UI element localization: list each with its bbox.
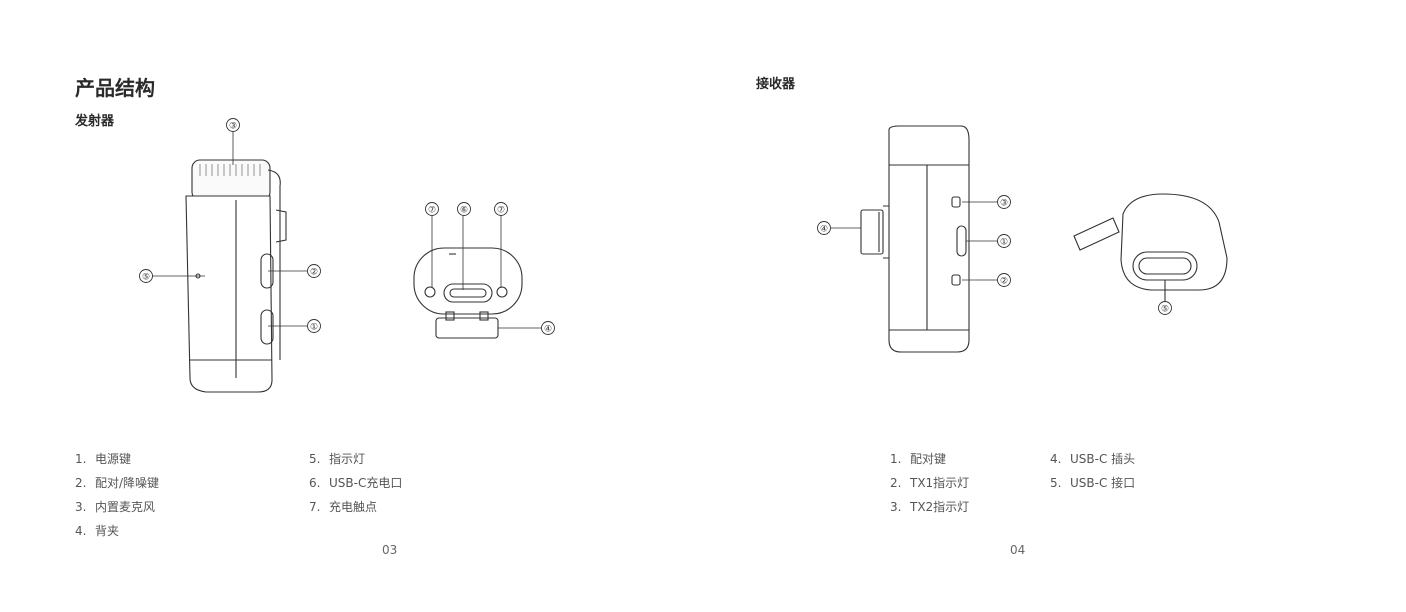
list-item: 3.TX2指示灯 bbox=[890, 495, 969, 519]
callout-2: ② bbox=[310, 268, 318, 278]
list-item: 1.电源键 bbox=[75, 447, 159, 471]
transmitter-parts-list-1: 1.电源键 2.配对/降噪键 3.内置麦克风 4.背夹 bbox=[75, 447, 159, 543]
list-item: 6.USB-C充电口 bbox=[309, 471, 402, 495]
callout-2: ② bbox=[1000, 277, 1008, 287]
callout-7b: ⑦ bbox=[497, 206, 505, 216]
transmitter-bottom-view bbox=[414, 248, 522, 338]
callout-6: ⑥ bbox=[460, 206, 468, 216]
callout-5: ⑤ bbox=[142, 273, 150, 283]
receiver-parts-list-1: 1.配对键 2.TX1指示灯 3.TX2指示灯 bbox=[890, 447, 969, 519]
right-page: 接收器 bbox=[703, 0, 1406, 612]
page-number: 03 bbox=[382, 543, 397, 557]
receiver-connector-view bbox=[1074, 194, 1227, 302]
callout-3: ③ bbox=[1000, 199, 1008, 209]
list-item: 4.背夹 bbox=[75, 519, 159, 543]
transmitter-parts-list-2: 5.指示灯 6.USB-C充电口 7.充电触点 bbox=[309, 447, 402, 519]
list-item: 5.指示灯 bbox=[309, 447, 402, 471]
receiver-side-view bbox=[861, 126, 969, 352]
list-item: 2.TX1指示灯 bbox=[890, 471, 969, 495]
page-number: 04 bbox=[1010, 543, 1025, 557]
callout-3: ③ bbox=[229, 122, 237, 132]
list-item: 5.USB-C 接口 bbox=[1050, 471, 1135, 495]
left-page: 产品结构 发射器 bbox=[0, 0, 703, 612]
callout-1: ① bbox=[1000, 238, 1008, 248]
list-item: 2.配对/降噪键 bbox=[75, 471, 159, 495]
receiver-parts-list-2: 4.USB-C 插头 5.USB-C 接口 bbox=[1050, 447, 1135, 495]
callout-5: ⑤ bbox=[1161, 305, 1169, 315]
callout-4: ④ bbox=[820, 225, 828, 235]
list-item: 7.充电触点 bbox=[309, 495, 402, 519]
callout-1: ① bbox=[310, 323, 318, 333]
receiver-diagram: ③ ① ② ④ ⑤ bbox=[703, 0, 1406, 612]
callout-4: ④ bbox=[544, 325, 552, 335]
list-item: 1.配对键 bbox=[890, 447, 969, 471]
list-item: 3.内置麦克风 bbox=[75, 495, 159, 519]
list-item: 4.USB-C 插头 bbox=[1050, 447, 1135, 471]
callout-7a: ⑦ bbox=[428, 206, 436, 216]
